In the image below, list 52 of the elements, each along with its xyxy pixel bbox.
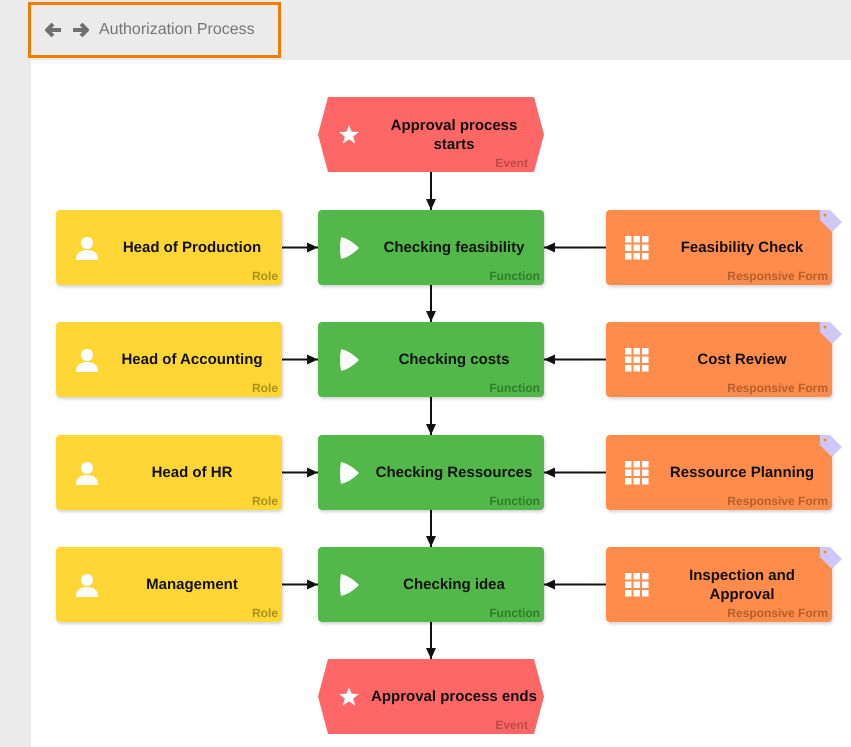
node-type-label: Role xyxy=(252,381,278,395)
function-box xyxy=(318,322,544,397)
node-type-label: Responsive Form xyxy=(727,494,828,508)
node-type-label: Function xyxy=(489,269,540,283)
node-type-label: Event xyxy=(495,718,528,732)
node-type-label: Responsive Form xyxy=(727,606,828,620)
node-type-label: Role xyxy=(252,606,278,620)
function-box xyxy=(318,435,544,510)
node-type-label: Responsive Form xyxy=(727,269,828,283)
node-title: Inspection and Approval xyxy=(688,566,796,604)
node-title: Checking idea xyxy=(403,575,505,594)
event-hexagon xyxy=(318,659,544,734)
event-hexagon xyxy=(318,97,544,172)
node-type-label: Function xyxy=(489,606,540,620)
arrow xyxy=(544,580,606,590)
role-box xyxy=(56,435,282,510)
arrow xyxy=(544,354,606,364)
node-type-label: Function xyxy=(489,494,540,508)
node-type-label: Role xyxy=(252,494,278,508)
node-type-label: Function xyxy=(489,381,540,395)
arrow xyxy=(426,622,436,659)
node-title: Checking costs xyxy=(398,350,510,369)
arrow xyxy=(282,354,318,364)
arrow xyxy=(544,468,606,478)
function-box xyxy=(318,210,544,285)
node-title: Approval process starts xyxy=(390,116,518,154)
arrow xyxy=(426,510,436,547)
node-type-label: Event xyxy=(495,156,528,170)
role-box xyxy=(56,210,282,285)
node-title: Checking feasibility xyxy=(384,238,524,257)
arrow xyxy=(544,242,606,252)
node-title: Head of Accounting xyxy=(121,350,263,369)
arrow xyxy=(282,580,318,590)
node-title: Checking Ressources xyxy=(376,463,532,482)
node-title: Approval process ends xyxy=(371,687,537,706)
node-type-label: Role xyxy=(252,269,278,283)
role-box xyxy=(56,547,282,622)
arrow xyxy=(426,397,436,435)
node-title: Feasibility Check xyxy=(680,238,804,257)
node-type-label: Responsive Form xyxy=(727,381,828,395)
node-title: Ressource Planning xyxy=(670,463,814,482)
arrow xyxy=(426,172,436,210)
node-title: Cost Review xyxy=(697,350,787,369)
arrow xyxy=(282,242,318,252)
role-box xyxy=(56,322,282,397)
node-title: Management xyxy=(146,575,238,594)
node-title: Head of HR xyxy=(152,463,232,482)
node-title: Head of Production xyxy=(122,238,262,257)
arrow xyxy=(282,468,318,478)
diagram-title: Authorization Process xyxy=(99,21,255,39)
arrow xyxy=(426,285,436,322)
function-box xyxy=(318,547,544,622)
